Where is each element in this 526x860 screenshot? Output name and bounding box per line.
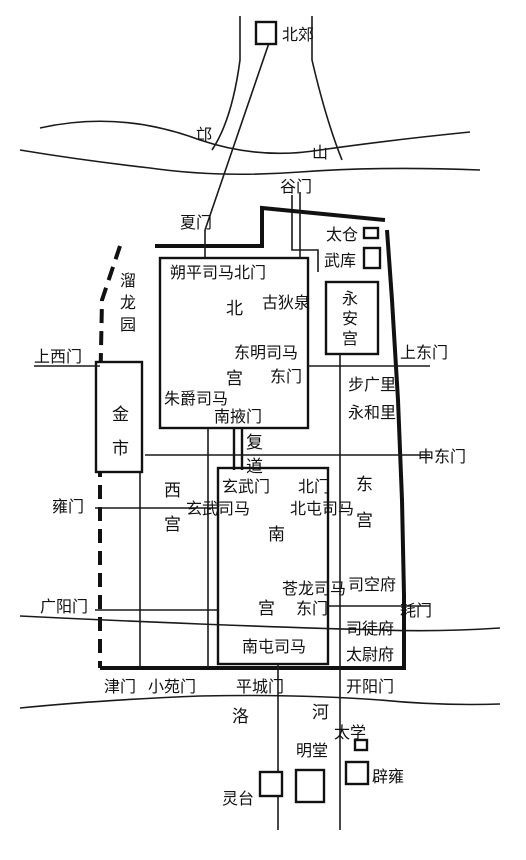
- label-liu-long-2: 龙: [120, 293, 136, 312]
- label-si-tu: 司徒府: [346, 619, 394, 638]
- mang-mountain-ridge-lower: [19, 149, 481, 176]
- label-dong-men-2: 东门: [296, 599, 328, 618]
- label-bei-tun: 北屯司马: [290, 499, 354, 518]
- label-bu-guang-li: 步广里: [348, 375, 396, 394]
- label-liu-long-3: 园: [120, 315, 136, 334]
- label-gu-men: 谷门: [280, 177, 312, 196]
- label-ping-cheng-men: 平城门: [236, 677, 284, 696]
- label-yong-an-2: 安: [342, 309, 358, 328]
- label-mang-2: 山: [312, 143, 328, 162]
- covered-way: [232, 428, 244, 470]
- luo-river-north-bank: [19, 615, 501, 632]
- label-bei-jiao: 北郊: [282, 25, 314, 44]
- label-guang-yang-men: 广阳门: [40, 597, 88, 616]
- label-jin-men: 津门: [104, 677, 136, 696]
- label-tai-cang: 太仓: [326, 225, 358, 244]
- label-luo: 洛: [232, 707, 249, 727]
- label-gu-di-quan: 古狄泉: [262, 293, 310, 312]
- south-palace-wall: [216, 466, 330, 666]
- ling-tai-box: [258, 770, 284, 798]
- label-zhong-dong-men: 中东门: [418, 447, 466, 466]
- label-dong-ming: 东明司马: [234, 343, 298, 362]
- luo-river-south-bank: [19, 694, 501, 709]
- label-nan-gong-nan: 南: [268, 525, 285, 545]
- label-mang-1: 邙: [196, 125, 212, 144]
- label-bi-yong: 辟雍: [372, 767, 404, 786]
- label-bei-men: 北门: [298, 477, 330, 496]
- tai-cang-box: [362, 226, 380, 240]
- city-wall-north: [155, 205, 386, 248]
- label-tai-xue: 太学: [334, 723, 366, 742]
- label-fu-dao-2: 道: [246, 457, 263, 477]
- label-nan-tun: 南屯司马: [242, 637, 306, 656]
- tai-xue-box: [353, 738, 369, 752]
- label-jin-shi-2: 市: [112, 439, 129, 459]
- label-dong-gong-1: 东: [356, 475, 373, 495]
- label-nan-ye-men: 南掖门: [214, 407, 262, 426]
- ming-tang-box: [294, 768, 326, 804]
- label-yong-an-1: 永: [342, 289, 358, 308]
- northern-suburb-boundary: [211, 16, 343, 161]
- label-si-kong: 司空府: [348, 575, 396, 594]
- yongan-palace-wall: [324, 280, 380, 356]
- road-gu-gate: [291, 195, 319, 272]
- label-tai-wei: 太尉府: [346, 645, 394, 664]
- road-north: [204, 39, 271, 231]
- city-wall-east: [385, 229, 406, 670]
- label-dong-men-1: 东门: [270, 367, 302, 386]
- label-bei-gong-bei: 北: [226, 299, 243, 319]
- label-zhu-que: 朱爵司马: [164, 389, 228, 408]
- label-wu-ku: 武库: [324, 251, 356, 270]
- label-yong-he-li: 永和里: [348, 403, 396, 422]
- label-shang-dong-men: 上东门: [400, 343, 448, 362]
- label-liu-long-1: 溜: [120, 271, 136, 290]
- label-xuan-wu-men: 玄武门: [222, 477, 270, 496]
- wu-ku-box: [362, 246, 382, 270]
- north-palace-wall: [158, 256, 310, 430]
- label-hao-men: 耗门: [400, 601, 432, 620]
- label-xi-gong-1: 西: [164, 481, 181, 501]
- bei-jiao-box: [254, 20, 278, 46]
- mang-mountain-ridge: [39, 120, 471, 155]
- label-xia-men: 夏门: [180, 213, 212, 232]
- label-jin-shi-1: 金: [112, 405, 129, 425]
- label-dong-gong-2: 宫: [356, 511, 373, 531]
- label-xiao-yuan-men: 小苑门: [148, 677, 196, 696]
- label-bei-gong-gong: 宫: [226, 369, 243, 389]
- bi-yong-box: [344, 760, 370, 786]
- label-ling-tai: 灵台: [222, 789, 254, 808]
- label-fu-dao-1: 复: [246, 433, 263, 453]
- label-yong-men: 雍门: [52, 497, 84, 516]
- jin-shi-market: [94, 360, 144, 474]
- label-xuan-wu-sima: 玄武司马: [186, 499, 250, 518]
- label-he: 河: [312, 703, 329, 723]
- label-shang-xi-men: 上西门: [34, 347, 82, 366]
- label-shuo-ping: 朔平司马北门: [170, 263, 266, 282]
- label-xi-gong-2: 宫: [164, 515, 181, 535]
- label-cang-long: 苍龙司马: [282, 579, 346, 598]
- label-ming-tang: 明堂: [296, 741, 328, 760]
- label-nan-gong-gong: 宫: [258, 599, 275, 619]
- label-yong-an-3: 宫: [342, 329, 358, 348]
- label-kai-yang-men: 开阳门: [346, 677, 394, 696]
